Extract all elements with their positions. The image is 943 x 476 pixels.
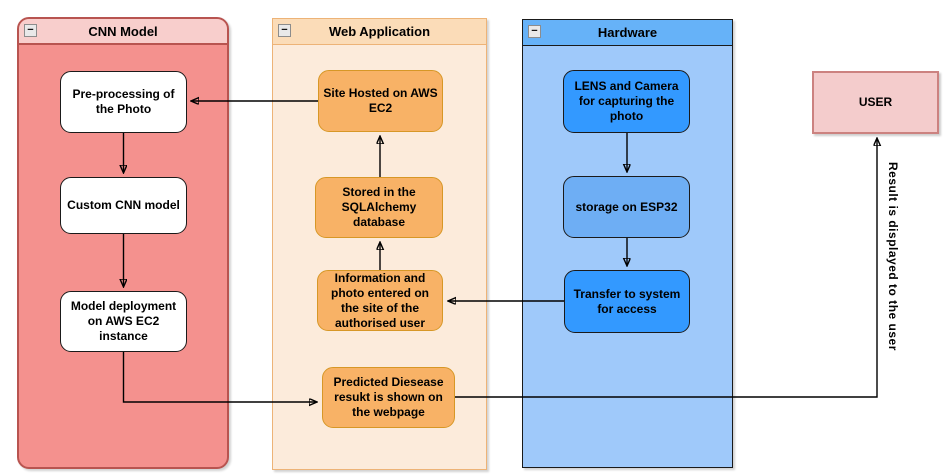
node-predicted-disease-result[interactable]: Predicted Diesease resukt is shown on th… xyxy=(322,367,455,428)
collapse-icon[interactable]: − xyxy=(24,24,37,37)
container-hardware-header: − Hardware xyxy=(523,20,732,46)
container-cnn-model-header: − CNN Model xyxy=(19,19,227,45)
node-user[interactable]: USER xyxy=(812,71,939,134)
collapse-icon[interactable]: − xyxy=(528,25,541,38)
node-information-photo-entered[interactable]: Information and photo entered on the sit… xyxy=(317,270,443,331)
node-custom-cnn-model[interactable]: Custom CNN model xyxy=(60,177,187,234)
node-storage-esp32[interactable]: storage on ESP32 xyxy=(563,176,690,238)
node-site-hosted-aws-ec2[interactable]: Site Hosted on AWS EC2 xyxy=(318,70,443,132)
node-transfer-to-system[interactable]: Transfer to system for access xyxy=(564,270,690,333)
node-stored-sqlalchemy[interactable]: Stored in the SQLAlchemy database xyxy=(315,177,443,238)
edge-label-result-displayed: Result is displayed to the user xyxy=(886,162,900,351)
node-model-deployment[interactable]: Model deployment on AWS EC2 instance xyxy=(60,291,187,352)
container-title-hardware: Hardware xyxy=(597,25,658,40)
node-preprocessing-photo[interactable]: Pre-processing of the Photo xyxy=(60,71,187,133)
collapse-icon[interactable]: − xyxy=(278,24,291,37)
node-lens-camera[interactable]: LENS and Camera for capturing the photo xyxy=(563,70,690,133)
container-title-web-application: Web Application xyxy=(328,24,431,39)
container-title-cnn-model: CNN Model xyxy=(88,23,158,39)
container-web-application-header: − Web Application xyxy=(273,19,486,45)
